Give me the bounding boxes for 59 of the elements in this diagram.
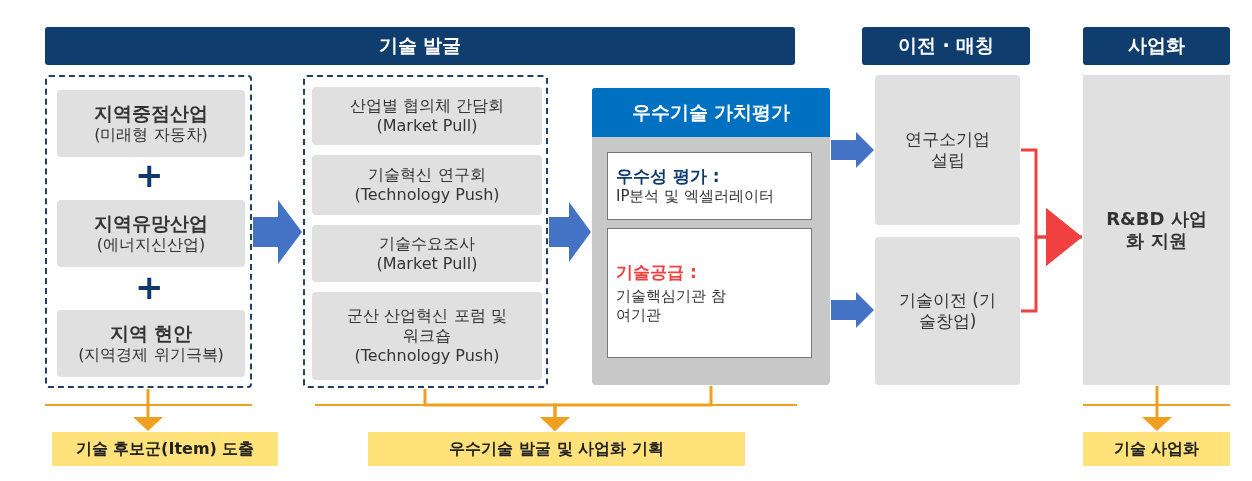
result-box: [52, 432, 278, 466]
result-box: [1083, 432, 1230, 466]
node-text: 기술이전 (기술창업): [897, 289, 997, 333]
content-box: [607, 228, 812, 358]
node-text: (Technology Push): [354, 346, 500, 366]
node-text: 산업별 협의체 간담회: [349, 96, 505, 116]
node-text: 이전 · 매칭: [897, 34, 995, 58]
node-text: (Market Pull): [376, 116, 478, 136]
node-text: 사업화: [1128, 34, 1185, 58]
arrow: [133, 389, 163, 431]
process-box: [312, 87, 542, 145]
section-header: [1083, 27, 1230, 65]
arrow: [1021, 208, 1082, 313]
process-box: [875, 75, 1020, 225]
arrow: [831, 292, 874, 328]
node-text: (Technology Push): [354, 185, 500, 205]
result-box: [368, 432, 745, 466]
process-box: [312, 155, 542, 215]
node-text: 기술혁신 연구회: [368, 165, 486, 185]
node-text: IP분석 및 엑셀러레이터: [616, 187, 774, 206]
plus-sign: +: [135, 158, 164, 192]
evaluation-panel: [592, 88, 830, 385]
node-title: 기술공급 :: [616, 261, 697, 283]
node-text: (에너지신산업): [96, 235, 206, 256]
arrow: [540, 386, 713, 431]
node-text: 군산 산업혁신 포럼 및 워크숍: [347, 306, 507, 346]
node-text: 우수기술 발굴 및 사업화 기획: [449, 439, 664, 459]
node-text: 기술 후보군(Item) 도출: [75, 439, 255, 459]
process-box: [875, 237, 1020, 385]
node-text: 기술핵심기관 참여기관: [616, 286, 727, 325]
section-header: [45, 27, 795, 65]
node-title: 우수성 평가 :: [616, 166, 720, 188]
node-title: 지역중점산업: [94, 101, 208, 126]
dashed-group-box: [45, 75, 252, 388]
content-box: [607, 152, 812, 220]
node-text: (Market Pull): [376, 253, 478, 274]
process-box: [57, 90, 245, 157]
node-text: 기술 사업화: [1113, 439, 1200, 459]
arrow: [253, 200, 302, 264]
process-box: [312, 292, 542, 380]
plus-sign: +: [135, 270, 164, 304]
dashed-group-box: [303, 75, 548, 388]
node-text: R&BD 사업화 지원: [1105, 207, 1208, 253]
arrow: [1142, 386, 1172, 431]
process-box: [57, 200, 245, 267]
section-header: [862, 27, 1030, 65]
arrow: [831, 132, 874, 168]
node-text: (미래형 자동차): [94, 125, 208, 146]
node-text: 연구소기업 설립: [904, 128, 991, 172]
process-box: [312, 225, 542, 282]
node-title: 지역 현안: [109, 321, 193, 346]
process-box: [1083, 75, 1230, 385]
process-box: [57, 310, 245, 377]
panel-header: 우수기술 가치평가: [592, 88, 830, 137]
node-title: 지역유망산업: [94, 211, 208, 236]
node-text: 기술수요조사: [379, 233, 475, 254]
node-text: (지역경제 위기극복): [78, 345, 224, 366]
node-text: 기술 발굴: [378, 34, 462, 58]
arrow: [549, 202, 591, 262]
